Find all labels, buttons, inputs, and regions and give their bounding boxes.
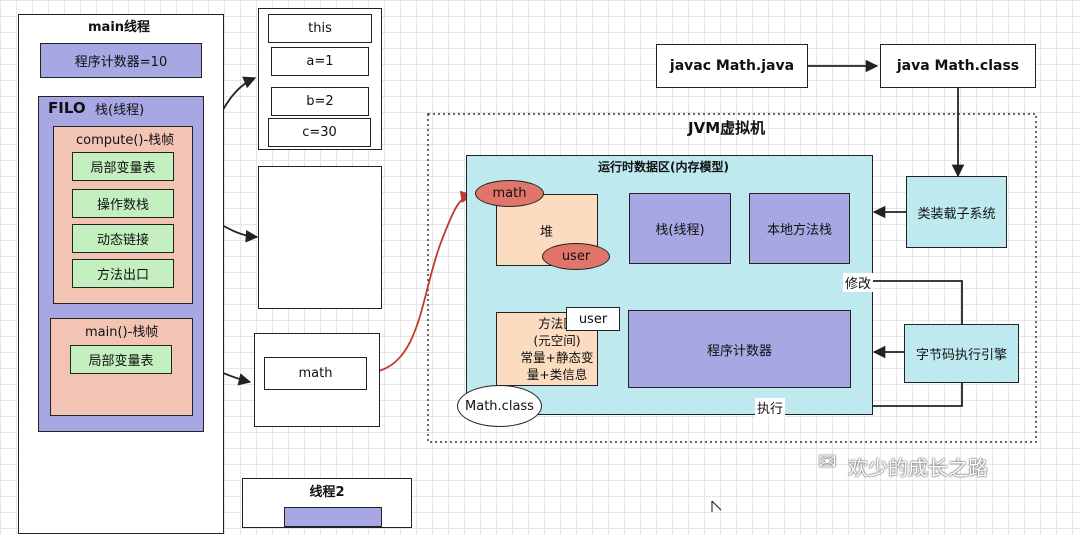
native-method-stack: 本地方法栈 (749, 193, 850, 264)
java-box: java Math.class (880, 44, 1036, 88)
compute-dynamic-link: 动态链接 (72, 224, 174, 253)
main-thread-title: main线程 (88, 20, 151, 35)
var-c: c=30 (268, 118, 371, 147)
compute-method-exit: 方法出口 (72, 259, 174, 288)
main-frame-title: main()-栈帧 (85, 325, 159, 340)
heap-user-object: user (542, 243, 610, 270)
method-area-user: user (566, 307, 620, 331)
watermark-text: 欢少的成长之路 (848, 456, 988, 480)
operand-stack-box (258, 166, 382, 309)
heap-math-object: math (475, 180, 544, 207)
runtime-area-title: 运行时数据区(内存模型) (598, 160, 729, 174)
execute-label: 执行 (755, 398, 786, 417)
class-loader-subsystem: 类装载子系统 (906, 176, 1007, 248)
jvm-stack: 栈(线程) (629, 193, 731, 264)
var-b: b=2 (271, 87, 369, 116)
wechat-icon: ✉ (818, 450, 837, 475)
var-a: a=1 (271, 47, 369, 76)
arrow-math-to-heap (366, 190, 474, 374)
main-pc: 程序计数器=10 (40, 43, 202, 78)
stack-label: 栈(线程) (95, 103, 145, 118)
main-local-vars: 局部变量表 (70, 345, 172, 374)
thread2-title: 线程2 (309, 485, 345, 500)
thread2-inner (284, 507, 382, 527)
javac-box: javac Math.java (656, 44, 808, 88)
method-area-text: 方法区 (元空间) 常量+静态变 量+类信息 (520, 316, 594, 382)
compute-operand-stack: 操作数栈 (72, 189, 174, 218)
compute-frame-title: compute()-栈帧 (76, 133, 175, 148)
var-this: this (268, 14, 372, 43)
program-counter: 程序计数器 (628, 310, 851, 388)
modify-label: 修改 (843, 273, 874, 292)
main-var-math: math (264, 357, 367, 390)
cursor-icon (711, 500, 722, 512)
bytecode-execution-engine: 字节码执行引擎 (904, 324, 1019, 383)
jvm-title: JVM虚拟机 (688, 119, 766, 137)
compute-local-vars: 局部变量表 (72, 152, 174, 181)
heap-label: 堆 (540, 225, 554, 240)
math-class-ellipse: Math.class (457, 385, 542, 427)
filo-label: FILO (48, 99, 86, 117)
